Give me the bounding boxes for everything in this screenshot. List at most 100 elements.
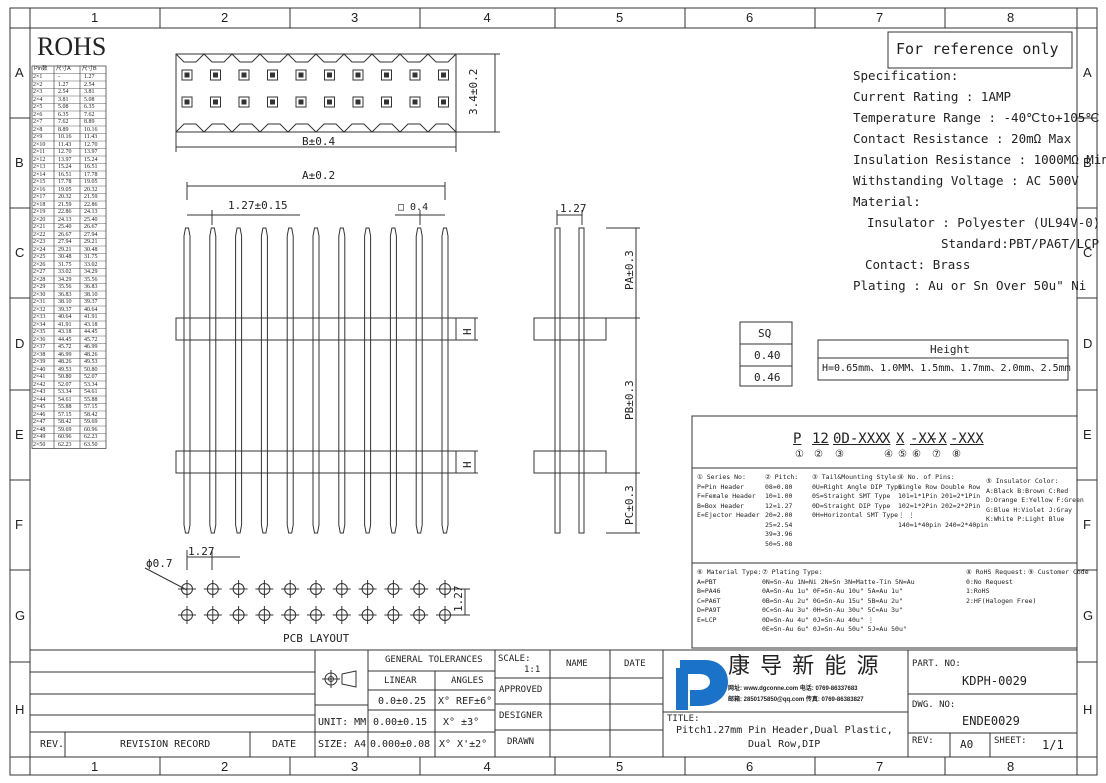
- dim-h-top: H: [461, 328, 474, 335]
- part-code-segment: P: [793, 431, 802, 447]
- pin-table-cell: 2×42: [33, 381, 46, 388]
- pin-table-cell: 25.40: [84, 216, 98, 223]
- legend-plating-line: 0B=Sn-Au 2u" 0G=Sn-Au 15u" 5B=Au 2u": [762, 596, 903, 605]
- pin-table-cell: 2×19: [33, 209, 46, 216]
- legend-series-line: B=Box Header: [697, 501, 744, 510]
- pin-table-cell: 5.08: [58, 104, 69, 111]
- pin-table-cell: 26.67: [84, 224, 98, 231]
- pin-table-cell: 55.88: [84, 396, 98, 403]
- rohs-label: ROHS: [37, 32, 107, 61]
- pin-table-cell: 34.29: [58, 276, 72, 283]
- part-code-index: ④: [884, 449, 893, 460]
- pin-table-cell: 2×18: [33, 201, 46, 208]
- pin-table-cell: 44.45: [84, 329, 98, 336]
- pcb-hole: [307, 606, 325, 624]
- front-pin: [312, 227, 320, 534]
- reference-note: For reference only: [896, 40, 1059, 58]
- pin-table-cell: 2×40: [33, 366, 46, 373]
- legend-series-line: F=Female Header: [697, 492, 756, 500]
- legend-color-line: G:Blue H:Violet J:Gray: [986, 505, 1073, 514]
- pin-table-cell: 21.59: [84, 194, 98, 201]
- date-header: DATE: [272, 739, 297, 750]
- pcb-hole: [229, 606, 248, 624]
- pin-table-cell: 2×31: [33, 299, 46, 306]
- pin-table-cell: 7.62: [58, 119, 69, 126]
- pin-table-cell: 31.75: [84, 254, 98, 261]
- pcb-hole: [203, 606, 222, 624]
- part-code-segment: -XXX: [950, 431, 984, 447]
- pin-table-cell: 30.48: [58, 254, 72, 261]
- pin-table-header: 尺寸B: [82, 66, 97, 72]
- frame-row-label: G: [15, 608, 26, 623]
- pin-table-cell: 2×26: [33, 261, 46, 268]
- pin-table-cell: 2×25: [33, 254, 46, 261]
- pin-table-cell: 2×3: [33, 89, 43, 96]
- pin-table-cell: 52.07: [84, 374, 98, 381]
- pcb-hole: [203, 580, 222, 598]
- sq-table: [739, 321, 793, 387]
- legend-pins-line: 101=1*1Pin 201=2*1Pin: [898, 492, 981, 500]
- legend-pitch-line: ② Pitch:: [765, 473, 799, 481]
- pin-table-cell: 45.72: [58, 344, 72, 351]
- front-pin: [209, 227, 217, 534]
- drawn-label: DRAWN: [507, 737, 535, 747]
- pin-table-cell: 7.62: [84, 111, 95, 118]
- frame-row-label: A: [1083, 65, 1092, 80]
- company-logo-icon: [676, 660, 728, 710]
- pin-table-cell: 29.21: [84, 239, 98, 246]
- pin-table-cell: 22.86: [84, 201, 98, 208]
- pcb-hole: [281, 580, 300, 598]
- top-pin: [295, 96, 307, 108]
- frame-row-label: E: [1083, 427, 1092, 442]
- pin-table-cell: 10.16: [84, 126, 98, 133]
- pin-table-cell: 58.42: [84, 411, 98, 418]
- top-pin: [324, 69, 335, 81]
- rev-header: REV.: [40, 739, 65, 750]
- pin-table-cell: 16.51: [58, 171, 72, 178]
- pcb-hole: [358, 580, 377, 598]
- legend-plating-line: 0N=Sn-Au 1N=Ni 2N=Sn 3N=Matte-Tin 5N=Au: [762, 577, 915, 586]
- pin-table-cell: 50.80: [84, 366, 98, 373]
- top-pin: [352, 69, 364, 81]
- pin-table-cell: 13.97: [84, 149, 98, 156]
- angle-tol-1: X° REF±6°: [438, 696, 493, 707]
- front-pin: [389, 227, 397, 534]
- legend-rohs-line: ⑧ RoHS Request:: [966, 568, 1027, 576]
- pin-table-cell: 2×9: [33, 134, 43, 141]
- pcb-hole: [178, 606, 196, 624]
- pin-table-cell: 38.10: [84, 291, 98, 298]
- front-pin: [364, 227, 372, 534]
- legend-series-line: ① Series No:: [697, 473, 746, 481]
- frame-row-label: D: [1083, 336, 1093, 351]
- pin-table-cell: 12.70: [84, 141, 98, 148]
- pin-table-cell: 22.86: [58, 209, 72, 216]
- angle-tol-2: X° ±3°: [443, 717, 480, 728]
- dim-side-pitch: 1.27: [560, 202, 587, 215]
- top-pin: [181, 96, 193, 108]
- pin-table-cell: 2×47: [33, 419, 46, 426]
- pin-table-cell: 2×33: [33, 314, 46, 321]
- pin-table-cell: 2.54: [84, 81, 95, 88]
- height-header: Height: [930, 343, 970, 356]
- top-pin: [295, 69, 307, 81]
- pin-table-cell: 44.45: [58, 336, 72, 343]
- part-code-index: ①: [795, 449, 804, 460]
- tolerance-3: 0.000±0.08: [370, 739, 431, 750]
- top-pin: [210, 96, 221, 108]
- pin-table-cell: 38.10: [58, 299, 72, 306]
- top-pin: [181, 69, 193, 81]
- company-contact-1: 网址: www.dgconne.com 电话: 0769-86337683: [728, 686, 858, 692]
- top-pin: [381, 69, 392, 81]
- pin-table-cell: 1.27: [58, 81, 69, 88]
- spec-line: Contact: Brass: [865, 257, 971, 272]
- scale-value: 1:1: [524, 665, 541, 675]
- title-line-1: Pitch1.27mm Pin Header,Dual Plastic,: [676, 725, 893, 736]
- frame-column-label: 5: [616, 759, 624, 774]
- pin-table-cell: 3.81: [84, 89, 95, 96]
- pin-table-cell: 62.23: [84, 434, 98, 441]
- dim-a: A±0.2: [302, 169, 336, 182]
- title-line-2: Dual Row,DIP: [748, 739, 821, 750]
- pin-table-cell: 2×35: [33, 329, 46, 336]
- frame-column-label: 3: [351, 759, 359, 774]
